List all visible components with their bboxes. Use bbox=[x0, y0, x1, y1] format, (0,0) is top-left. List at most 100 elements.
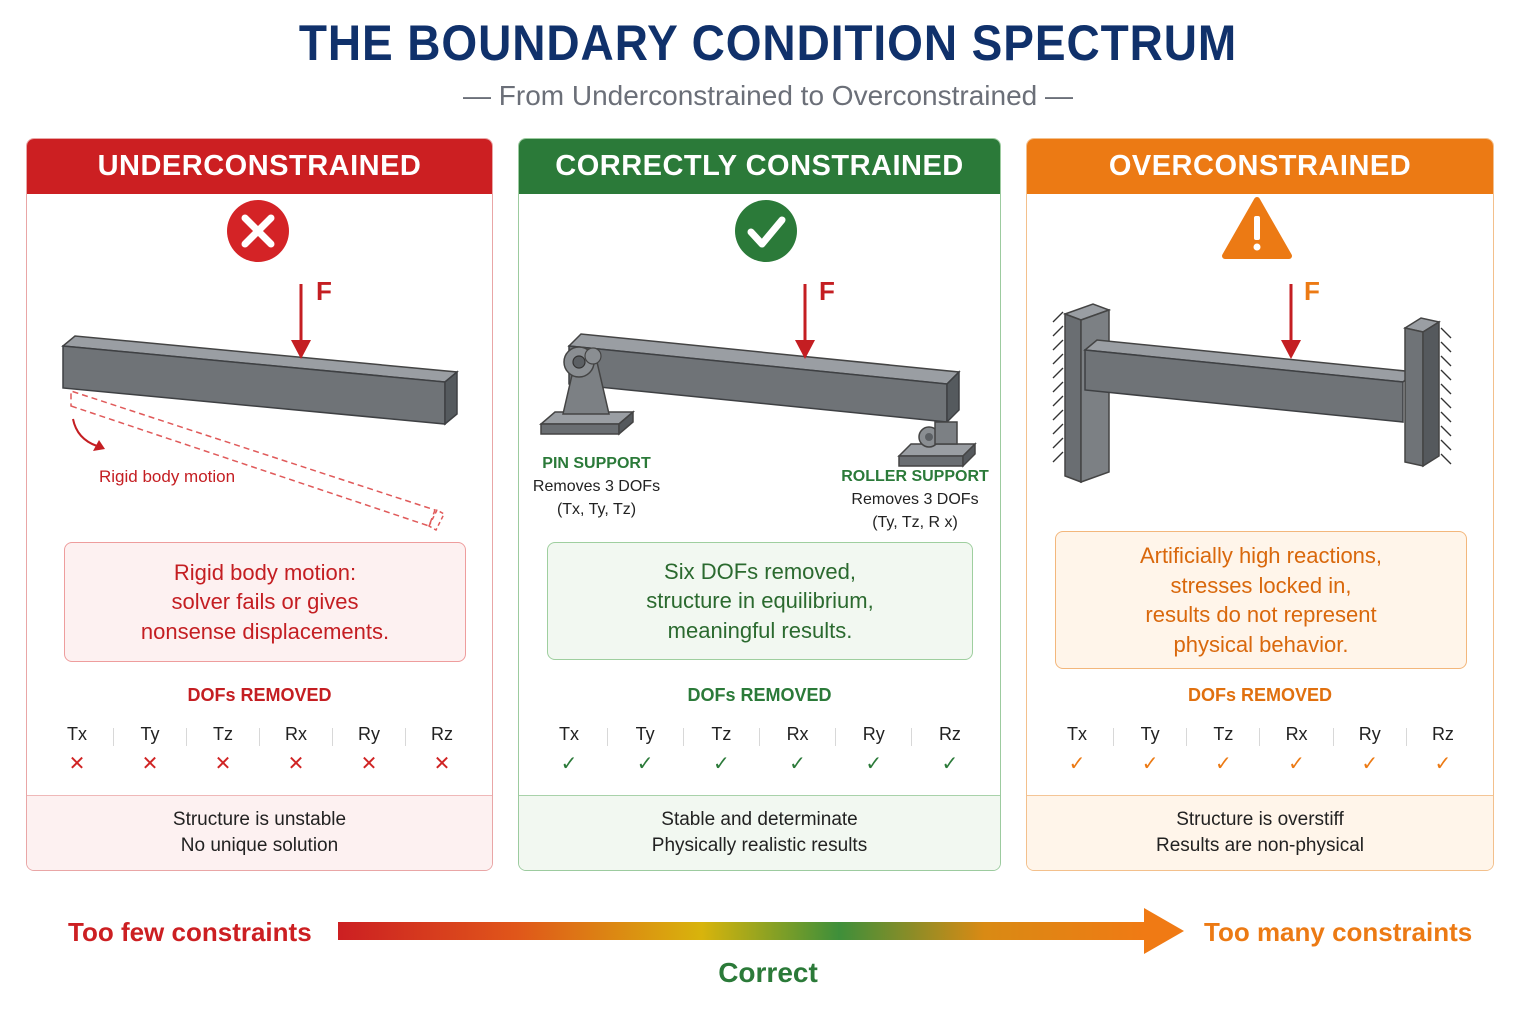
dof-label: Rx bbox=[285, 724, 307, 744]
panel-footer: Structure is overstiff Results are non-p… bbox=[1027, 795, 1493, 870]
x-mark-icon: ✕ bbox=[360, 753, 378, 775]
message-line: meaningful results. bbox=[667, 617, 853, 643]
divider bbox=[606, 728, 608, 746]
dof-item: Rx ✓ bbox=[768, 724, 828, 778]
divider bbox=[405, 728, 406, 746]
panel-title: CORRECTLY CONSTRAINED bbox=[519, 139, 1000, 194]
roller-support-dofs: (Ty, Tz, R x) bbox=[872, 514, 958, 531]
pin-support-title: PIN SUPPORT bbox=[542, 455, 651, 472]
footer-line: No unique solution bbox=[180, 835, 339, 856]
x-mark-icon: ✕ bbox=[287, 753, 305, 775]
divider bbox=[1113, 728, 1115, 746]
message-box: Artificially high reactions, stresses lo… bbox=[1055, 531, 1467, 669]
check-mark-icon: ✓ bbox=[1361, 753, 1379, 775]
pin-support-dofs: (Tx, Ty, Tz) bbox=[556, 501, 637, 518]
dof-item: Rz✓ bbox=[1413, 724, 1473, 778]
panel-title: UNDERCONSTRAINED bbox=[27, 139, 492, 194]
dof-label: Ry bbox=[1358, 724, 1381, 744]
dof-label: Rx bbox=[1285, 724, 1308, 744]
check-mark-icon: ✓ bbox=[712, 753, 730, 775]
roller-support-desc: Removes 3 DOFs bbox=[851, 491, 979, 508]
check-mark-icon: ✓ bbox=[1434, 753, 1452, 775]
check-mark-icon: ✓ bbox=[560, 753, 578, 775]
force-arrow-icon bbox=[1281, 284, 1301, 359]
message-line: Artificially high reactions, bbox=[1139, 543, 1383, 568]
dof-item: Tx ✓ bbox=[1047, 724, 1107, 778]
dof-item: Rx ✕ bbox=[266, 724, 326, 778]
dof-label: Ry bbox=[862, 724, 885, 744]
spectrum-right-label: Too many constraints bbox=[1204, 917, 1473, 947]
dof-item: Tx✕ bbox=[47, 724, 107, 778]
x-mark-icon: ✕ bbox=[433, 753, 451, 775]
motion-label: Rigid body motion bbox=[99, 467, 235, 486]
panel-footer: Structure is unstable No unique solution bbox=[27, 795, 492, 870]
dof-label: Tz bbox=[1213, 724, 1234, 744]
beam bbox=[1083, 339, 1417, 423]
divider bbox=[1405, 728, 1407, 746]
dof-label: Rx bbox=[786, 724, 809, 744]
panel-title: OVERCONSTRAINED bbox=[1027, 139, 1493, 194]
dof-label: Ry bbox=[358, 724, 380, 744]
divider bbox=[259, 728, 260, 746]
dof-item: Tz✓ bbox=[691, 724, 751, 778]
force-label: F bbox=[1304, 276, 1320, 306]
panel-overconstrained: OVERCONSTRAINED bbox=[1026, 138, 1494, 871]
force-arrow-icon bbox=[795, 284, 815, 359]
check-mark-icon: ✓ bbox=[1141, 753, 1159, 775]
dof-title: DOFs REMOVED bbox=[187, 685, 332, 705]
divider bbox=[758, 728, 760, 746]
check-mark-icon: ✓ bbox=[1068, 753, 1086, 775]
footer-line: Structure is overstiff bbox=[1176, 809, 1344, 830]
x-circle-icon bbox=[227, 200, 289, 262]
dof-table: Tx✕ Ty ✕ Tz ✕ Rx ✕ Ry ✕ Rz ✕ bbox=[47, 724, 472, 778]
message-line: results do not represent bbox=[1145, 602, 1377, 627]
dof-item: Rz ✕ bbox=[412, 724, 472, 778]
check-circle-icon bbox=[735, 200, 797, 262]
check-mark-icon: ✓ bbox=[1288, 753, 1305, 775]
dof-item: Rz ✓ bbox=[920, 724, 980, 778]
check-mark-icon: ✓ bbox=[636, 753, 654, 775]
dof-label: Tx bbox=[1067, 724, 1087, 744]
check-mark-icon: ✓ bbox=[789, 753, 806, 775]
divider bbox=[1259, 728, 1261, 746]
dof-table: Tx✓ Ty✓ Tz✓ Rx✓ Ry✓ Rz✓ bbox=[1047, 724, 1473, 778]
check-mark-icon: ✓ bbox=[865, 753, 883, 775]
dof-label: Ty bbox=[140, 724, 160, 744]
left-fixed-wall-icon bbox=[1052, 303, 1112, 484]
roller-support-label: ROLLER SUPPORT Removes 3 DOFs (Ty, Tz, R… bbox=[837, 465, 993, 534]
beam bbox=[61, 335, 459, 426]
dof-title: DOFs REMOVED bbox=[1187, 685, 1333, 705]
pin-support-desc: Removes 3 DOFs bbox=[532, 478, 661, 495]
panel-correctly-constrained: CORRECTLY CONSTRAINED bbox=[518, 138, 1001, 871]
footer-line: Stable and determinate bbox=[661, 809, 858, 830]
x-mark-icon: ✕ bbox=[68, 753, 86, 775]
dof-item: Ry ✓ bbox=[1340, 724, 1400, 778]
divider bbox=[1186, 728, 1188, 746]
overconstrained-illustration: F bbox=[1052, 197, 1452, 484]
message-box: Rigid body motion: solver fails or gives… bbox=[64, 542, 466, 662]
dof-title: DOFs REMOVED bbox=[687, 685, 832, 705]
dof-item: Ry ✓ bbox=[844, 724, 904, 778]
ghost-beam bbox=[70, 389, 445, 532]
footer-line: Physically realistic results bbox=[651, 835, 868, 856]
dof-label: Rz bbox=[938, 724, 961, 744]
roller-support-title: ROLLER SUPPORT bbox=[841, 468, 989, 485]
x-mark-icon: ✕ bbox=[214, 753, 232, 775]
dof-label: Tz bbox=[213, 724, 233, 744]
pin-support-label: PIN SUPPORT Removes 3 DOFs (Tx, Ty, Tz) bbox=[519, 452, 674, 521]
x-mark-icon: ✕ bbox=[141, 753, 159, 775]
spectrum-arrow-icon bbox=[338, 908, 1184, 954]
dof-item: Rx ✓ bbox=[1267, 724, 1327, 778]
dof-label: Rz bbox=[431, 724, 453, 744]
force-label: F bbox=[316, 276, 332, 306]
message-line: physical behavior. bbox=[1173, 631, 1349, 657]
dof-label: Ty bbox=[635, 724, 655, 744]
correctly-constrained-illustration: F bbox=[538, 200, 977, 468]
message-line: structure in equilibrium, bbox=[646, 588, 874, 614]
beam bbox=[567, 333, 961, 424]
spectrum-left-label: Too few constraints bbox=[68, 917, 312, 947]
check-mark-icon: ✓ bbox=[941, 753, 959, 775]
page-title: THE BOUNDARY CONDITION SPECTRUM bbox=[298, 15, 1238, 71]
footer-line: Structure is unstable bbox=[172, 809, 347, 830]
warning-triangle-icon bbox=[1222, 197, 1292, 259]
